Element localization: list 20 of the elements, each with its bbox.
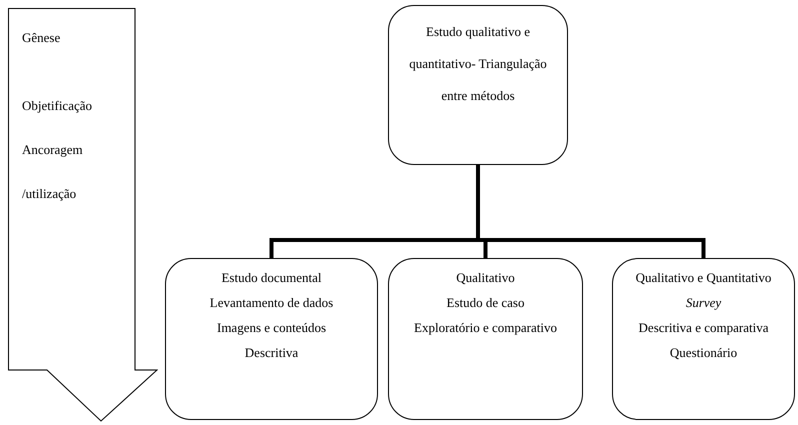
box-text: Estudo documental	[220, 269, 322, 287]
stage-text: Gênese	[22, 29, 62, 47]
box-text: Exploratório e comparativo	[413, 319, 558, 337]
rounded-box	[612, 258, 795, 420]
box-text: Levantamento de dados	[208, 294, 334, 312]
rounded-box	[388, 258, 583, 420]
box-text: Estudo de caso	[446, 294, 526, 312]
box-text: Questionário	[668, 344, 738, 362]
box-text: Descritiva	[244, 344, 300, 362]
box-text: Descritiva e comparativa	[638, 319, 770, 337]
connector-line	[476, 165, 706, 258]
rounded-box	[388, 5, 568, 165]
stage-text: Objetificação	[22, 97, 94, 115]
box-text: Survey	[684, 294, 722, 312]
box-text: Estudo qualitativo e quantitativo- Triangulação entre métodos	[408, 23, 548, 105]
box-text: Imagens e conteúdos	[216, 319, 328, 337]
box-text: Qualitativo e Quantitativo	[634, 269, 772, 287]
rounded-box	[165, 258, 378, 420]
stage-text: Ancoragem /utilização	[22, 141, 84, 203]
box-text: Qualitativo	[455, 269, 516, 287]
